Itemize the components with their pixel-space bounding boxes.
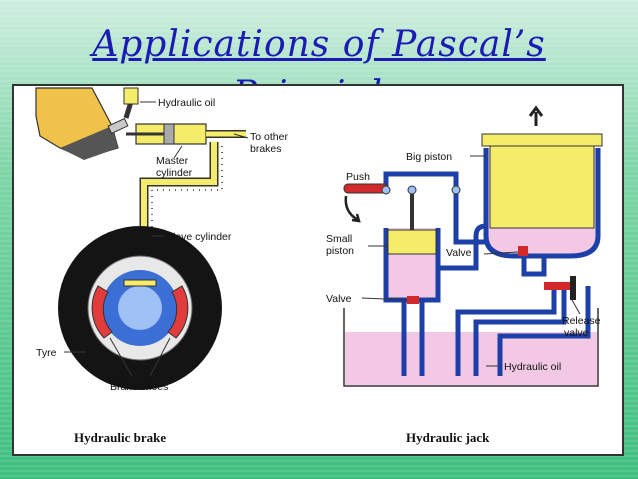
label-small-piston-2: piston: [326, 245, 354, 257]
slide-title-line-1: Applications of Pascal’s: [92, 24, 546, 65]
label-big-piston: Big piston: [406, 151, 452, 163]
leader-valve-mid: [483, 251, 519, 255]
label-to-other-2: brakes: [250, 143, 282, 155]
label-small-piston-1: Small: [326, 233, 352, 245]
shoe-sole: [60, 126, 118, 160]
big-piston: [489, 143, 595, 229]
label-master-1: Master: [156, 155, 189, 167]
title-area: Applications of Pascal’s Principle: [0, 0, 638, 96]
lever-pivot-a: [381, 185, 391, 195]
leader-to-other: [233, 133, 249, 139]
oil-flow-dots: [151, 146, 223, 262]
return-pipe: [455, 286, 567, 376]
intake-pipe-left: [401, 300, 425, 376]
push-handle: [343, 183, 389, 194]
diagram-panel: Hydraulic oil To other brakes Master cyl…: [12, 84, 624, 456]
small-piston: [387, 229, 437, 255]
leader-master: [173, 145, 183, 159]
release-pipe: [497, 286, 591, 376]
lever-pivot-b: [407, 185, 417, 195]
label-hydraulic-oil-brake: Hydraulic oil: [158, 97, 215, 109]
brake-shoe-right: [167, 285, 189, 339]
caption-hydraulic-jack: Hydraulic jack: [406, 430, 490, 445]
oil-reservoir-tank: [343, 308, 599, 387]
label-slave-cylinder: Slave cylinder: [166, 231, 232, 243]
hydraulic-jack-diagram: Big piston Push Small piston Valve Valve…: [326, 105, 603, 445]
transfer-pipe: [438, 223, 487, 271]
label-master-2: cylinder: [156, 167, 193, 179]
diagram-svg: Hydraulic oil To other brakes Master cyl…: [35, 87, 603, 445]
transfer-pipe-to-big: [521, 256, 547, 277]
brake-pedal: [107, 117, 129, 135]
label-brake-shoes: Brake shoes: [110, 381, 168, 393]
brake-line-oil: [141, 142, 217, 266]
label-push: Push: [346, 171, 370, 183]
jack-lever: [383, 171, 486, 245]
label-valve-left: Valve: [326, 293, 352, 305]
shoe-spring: [123, 279, 157, 287]
reservoir-oil: [345, 332, 597, 385]
brake-shoe-left: [91, 285, 113, 339]
lever-pivot-c: [451, 185, 461, 195]
label-release-1: Release: [562, 315, 601, 327]
leader-shoe-a: [109, 337, 133, 377]
release-valve: [544, 282, 570, 290]
leader-shoe-b: [149, 337, 171, 377]
label-release-2: valve: [564, 327, 589, 339]
caption-hydraulic-brake: Hydraulic brake: [74, 430, 166, 445]
release-valve-knob: [570, 276, 576, 300]
oil-reservoir: [123, 87, 139, 105]
label-hydraulic-oil-jack: Hydraulic oil: [504, 361, 561, 373]
leader-release-valve: [571, 299, 581, 315]
hydraulic-brake-diagram: Hydraulic oil To other brakes Master cyl…: [35, 87, 288, 445]
valve-mid: [518, 246, 528, 256]
valve-left: [407, 296, 419, 304]
up-arrow: [528, 105, 544, 126]
label-valve-mid: Valve: [446, 247, 472, 259]
big-piston-top: [481, 133, 603, 147]
label-tyre: Tyre: [36, 347, 57, 359]
master-piston: [163, 123, 175, 145]
push-arrow: [344, 195, 361, 223]
drum-hub: [118, 286, 162, 330]
label-to-other-1: To other: [250, 131, 288, 143]
leader-valve-left: [361, 297, 407, 301]
